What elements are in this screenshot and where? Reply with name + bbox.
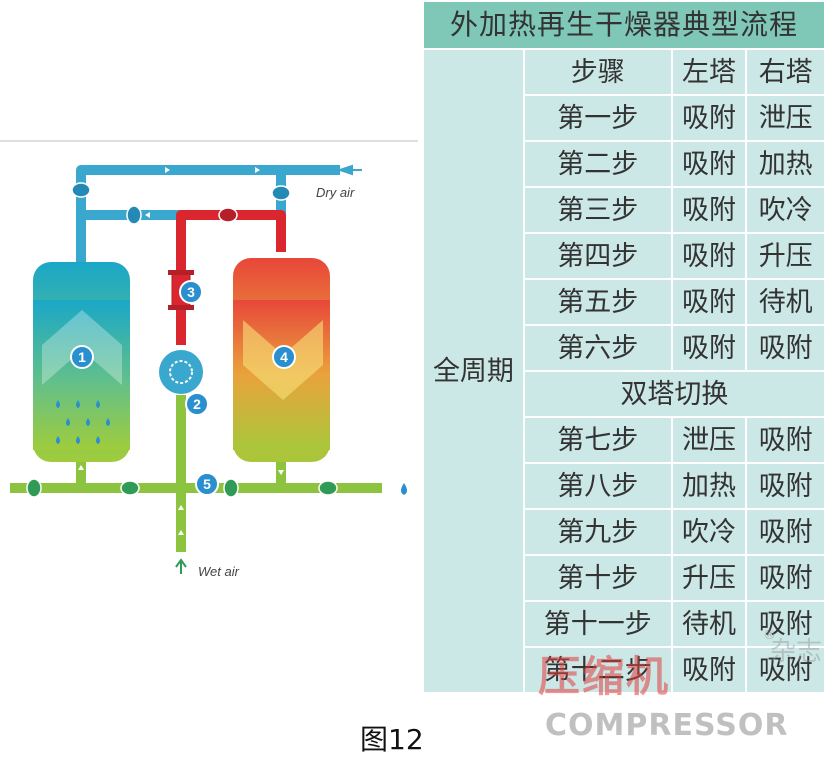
heater-cap [168, 270, 194, 275]
left-tower-cell: 吸附 [672, 648, 746, 692]
blower-rotor [169, 360, 193, 384]
right-tower-cell: 待机 [747, 280, 824, 324]
watermark-logo: 压缩机 [538, 652, 671, 701]
step-cell: 第六步 [524, 326, 671, 370]
table-title: 外加热再生干燥器典型流程 [424, 2, 824, 48]
valves [26, 182, 338, 498]
left-tower-cell: 加热 [672, 464, 746, 508]
dryer-flow-diagram: 1 2 3 4 5 Dry air Wet air [0, 140, 418, 579]
header-right-tower: 右塔 [747, 50, 824, 94]
left-tower-cell: 吸附 [672, 234, 746, 278]
step-cell: 第三步 [524, 188, 671, 232]
left-tower-cell: 待机 [672, 602, 746, 646]
valve-icon [126, 205, 142, 225]
badge-5: 5 [195, 472, 219, 496]
header-left-tower: 左塔 [672, 50, 746, 94]
left-tower-cell: 吸附 [672, 280, 746, 324]
left-tower-bottom [33, 300, 130, 450]
watermark-magazine: 杂志 [770, 637, 823, 667]
table-row: 第五步 吸附 待机 [424, 280, 824, 324]
valve-icon [120, 480, 140, 496]
valve-icon [71, 182, 91, 198]
right-tower-cell: 吸附 [747, 510, 824, 554]
step-cell: 第二步 [524, 142, 671, 186]
step-cell: 第七步 [524, 418, 671, 462]
left-tower-cell: 吹冷 [672, 510, 746, 554]
blower-icon [159, 350, 203, 394]
valve-icon [218, 207, 238, 223]
watermark-english: COMPRESSOR [545, 708, 789, 743]
tower-switch-cell: 双塔切换 [524, 372, 824, 416]
table-row: 第一步 吸附 泄压 [424, 96, 824, 140]
dry-air-label: Dry air [316, 185, 355, 200]
table-row: 第十步 升压 吸附 [424, 556, 824, 600]
badge-2: 2 [185, 392, 209, 416]
table-row: 第七步 泄压 吸附 [424, 418, 824, 462]
table-row: 第十二步 吸附 吸附 [424, 648, 824, 692]
right-tower-cell: 吹冷 [747, 188, 824, 232]
valve-icon [318, 480, 338, 496]
badge-3: 3 [179, 280, 203, 304]
left-tower-cell: 吸附 [672, 188, 746, 232]
step-cell: 第十一步 [524, 602, 671, 646]
right-tower-cell: 泄压 [747, 96, 824, 140]
switch-row: 双塔切换 [424, 372, 824, 416]
valve-icon [223, 478, 239, 498]
flow-arrows-green [78, 465, 284, 535]
header-step: 步骤 [524, 50, 671, 94]
figure-caption: 图12 [360, 723, 424, 756]
right-tower-cell: 吸附 [747, 556, 824, 600]
svg-text:5: 5 [203, 476, 211, 492]
water-droplets [56, 400, 110, 444]
step-cell: 第四步 [524, 234, 671, 278]
dry-air-arrow [336, 164, 362, 176]
badge-4: 4 [272, 345, 296, 369]
right-tower-cell: 吸附 [747, 648, 824, 692]
step-cell: 第八步 [524, 464, 671, 508]
left-tower-cell: 吸附 [672, 142, 746, 186]
watermark-registered: ® [763, 628, 776, 643]
step-cell: 第九步 [524, 510, 671, 554]
table-row: 第三步 吸附 吹冷 [424, 188, 824, 232]
svg-text:4: 4 [280, 349, 288, 365]
valve-icon [271, 185, 291, 201]
wet-air-arrow [175, 558, 187, 574]
heater-cap [168, 305, 194, 310]
step-cell: 第一步 [524, 96, 671, 140]
right-tower-cell: 升压 [747, 234, 824, 278]
step-cell: 第五步 [524, 280, 671, 324]
svg-text:1: 1 [78, 349, 86, 365]
full-cycle-cell: 全周期 [424, 50, 523, 692]
left-tower-cell: 吸附 [672, 326, 746, 370]
process-steps-table: 外加热再生干燥器典型流程 全周期 步骤 左塔 右塔 第一步 吸附 泄压 第二步 … [422, 0, 826, 694]
table-header-row: 全周期 步骤 左塔 右塔 [424, 50, 824, 692]
table-row: 第九步 吹冷 吸附 [424, 510, 824, 554]
table-row: 第六步 吸附 吸附 [424, 326, 824, 370]
right-tower-cell: 吸附 [747, 418, 824, 462]
table-row: 第二步 吸附 加热 [424, 142, 824, 186]
table-row: 第四步 吸附 升压 [424, 234, 824, 278]
right-tower-cell: 加热 [747, 142, 824, 186]
left-tower-cell: 吸附 [672, 96, 746, 140]
drain-droplet-icon [401, 483, 407, 495]
step-cell: 第十步 [524, 556, 671, 600]
step-cell: 第十二步 [524, 648, 671, 692]
right-tower-cell: 吸附 [747, 326, 824, 370]
right-tower-cell: 吸附 [747, 464, 824, 508]
wet-air-label: Wet air [198, 564, 240, 579]
svg-text:3: 3 [187, 284, 195, 300]
svg-text:2: 2 [193, 396, 201, 412]
badge-1: 1 [70, 345, 94, 369]
valve-icon [26, 478, 42, 498]
left-tower-cell: 泄压 [672, 418, 746, 462]
table-row: 第八步 加热 吸附 [424, 464, 824, 508]
table-title-row: 外加热再生干燥器典型流程 [424, 2, 824, 48]
left-tower-cell: 升压 [672, 556, 746, 600]
right-tower-cell: 吸附 [747, 602, 824, 646]
table-row: 第十一步 待机 吸附 [424, 602, 824, 646]
